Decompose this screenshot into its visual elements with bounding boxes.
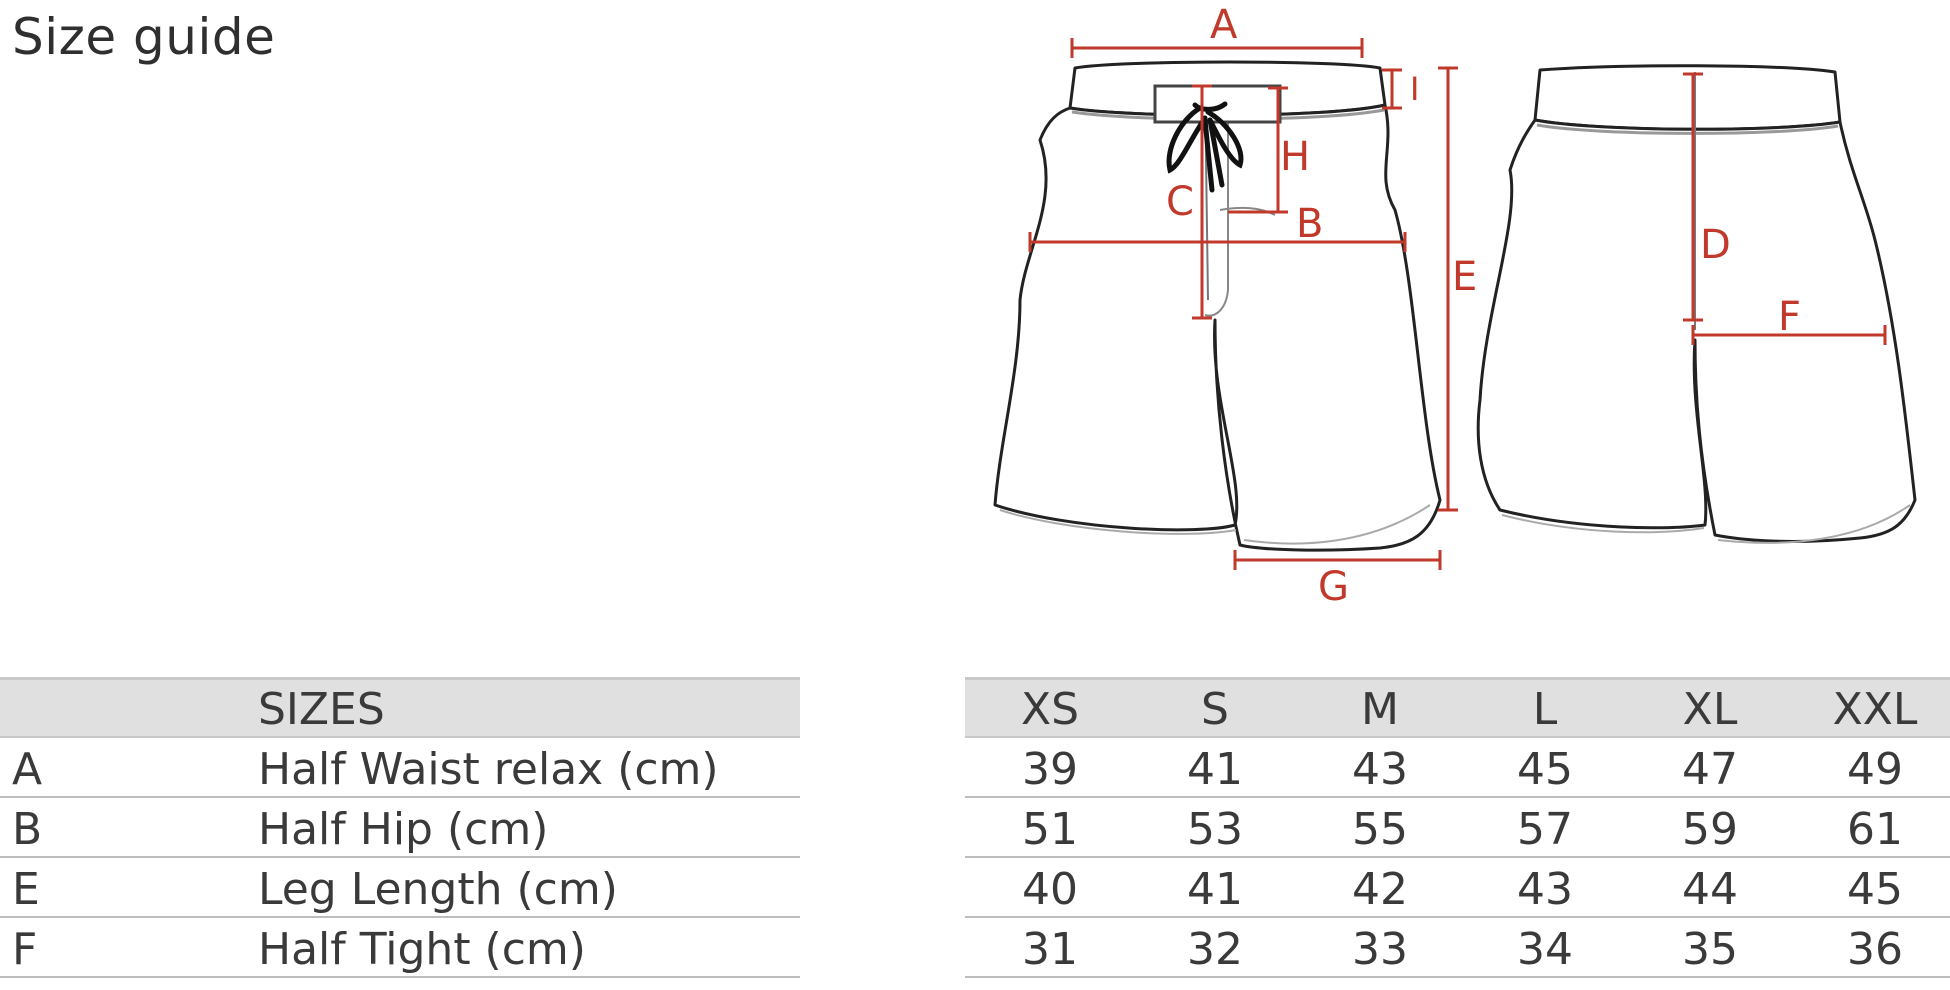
size-value: 55 [1352, 804, 1408, 855]
size-value: 44 [1682, 864, 1738, 915]
size-value: 31 [1022, 924, 1078, 975]
back-shorts-drawing [1476, 64, 1917, 543]
table-row: F Half Tight (cm) [0, 920, 800, 978]
label-i: I [1410, 70, 1419, 108]
size-value: 53 [1187, 804, 1243, 855]
size-header-xl: XL [1682, 684, 1738, 735]
shorts-measurement-diagram: A I H C B E G D F [993, 2, 1917, 610]
table-row: B Half Hip (cm) [0, 800, 800, 858]
size-value: 33 [1352, 924, 1408, 975]
label-b: B [1296, 201, 1323, 247]
measurement-lines [1028, 38, 1887, 570]
size-value: 45 [1847, 864, 1903, 915]
measure-label: Half Tight (cm) [258, 924, 586, 975]
measure-code: B [12, 804, 43, 855]
size-value: 36 [1847, 924, 1903, 975]
label-c: C [1166, 179, 1194, 225]
size-value: 49 [1847, 744, 1903, 795]
size-value: 61 [1847, 804, 1903, 855]
label-g: G [1318, 564, 1349, 610]
measures-table: SIZES A Half Waist relax (cm) B Half Hip… [0, 677, 800, 990]
table-row: 39 41 43 45 47 49 [965, 740, 1950, 798]
label-h: H [1280, 134, 1310, 180]
size-value: 43 [1517, 864, 1573, 915]
size-value: 41 [1187, 864, 1243, 915]
size-header-m: M [1361, 684, 1399, 735]
measures-header-row: SIZES [0, 677, 800, 738]
size-value: 41 [1187, 744, 1243, 795]
table-row: 31 32 33 34 35 36 [965, 920, 1950, 978]
size-header-s: S [1201, 684, 1229, 735]
label-a: A [1210, 2, 1238, 48]
size-value: 59 [1682, 804, 1738, 855]
measure-code: F [12, 924, 38, 975]
size-value: 40 [1022, 864, 1078, 915]
size-value: 47 [1682, 744, 1738, 795]
measure-code: A [12, 744, 43, 795]
size-value: 35 [1682, 924, 1738, 975]
size-value: 43 [1352, 744, 1408, 795]
sizes-table: XS S M L XL XXL 39 41 43 45 47 49 51 53 … [965, 677, 1950, 990]
size-value: 32 [1187, 924, 1243, 975]
measure-label: Half Waist relax (cm) [258, 744, 719, 795]
size-value: 57 [1517, 804, 1573, 855]
table-row: E Leg Length (cm) [0, 860, 800, 918]
size-value: 45 [1517, 744, 1573, 795]
size-value: 34 [1517, 924, 1573, 975]
size-header-xxl: XXL [1832, 684, 1918, 735]
table-row: A Half Waist relax (cm) [0, 740, 800, 798]
table-row: 51 53 55 57 59 61 [965, 800, 1950, 858]
size-value: 39 [1022, 744, 1078, 795]
page-title: Size guide [12, 8, 276, 66]
label-f: F [1778, 294, 1801, 340]
drawstring-drawing [1166, 101, 1244, 193]
label-e: E [1452, 254, 1477, 300]
measure-label: Half Hip (cm) [258, 804, 549, 855]
size-value: 51 [1022, 804, 1078, 855]
label-d: D [1700, 222, 1731, 268]
table-row: 40 41 42 43 44 45 [965, 860, 1950, 918]
size-value: 42 [1352, 864, 1408, 915]
sizes-header-row: XS S M L XL XXL [965, 677, 1950, 738]
size-header-l: L [1532, 684, 1558, 735]
sizes-header: SIZES [258, 684, 385, 735]
measure-label: Leg Length (cm) [258, 864, 618, 915]
measure-code: E [12, 864, 40, 915]
size-header-xs: XS [1020, 684, 1080, 735]
